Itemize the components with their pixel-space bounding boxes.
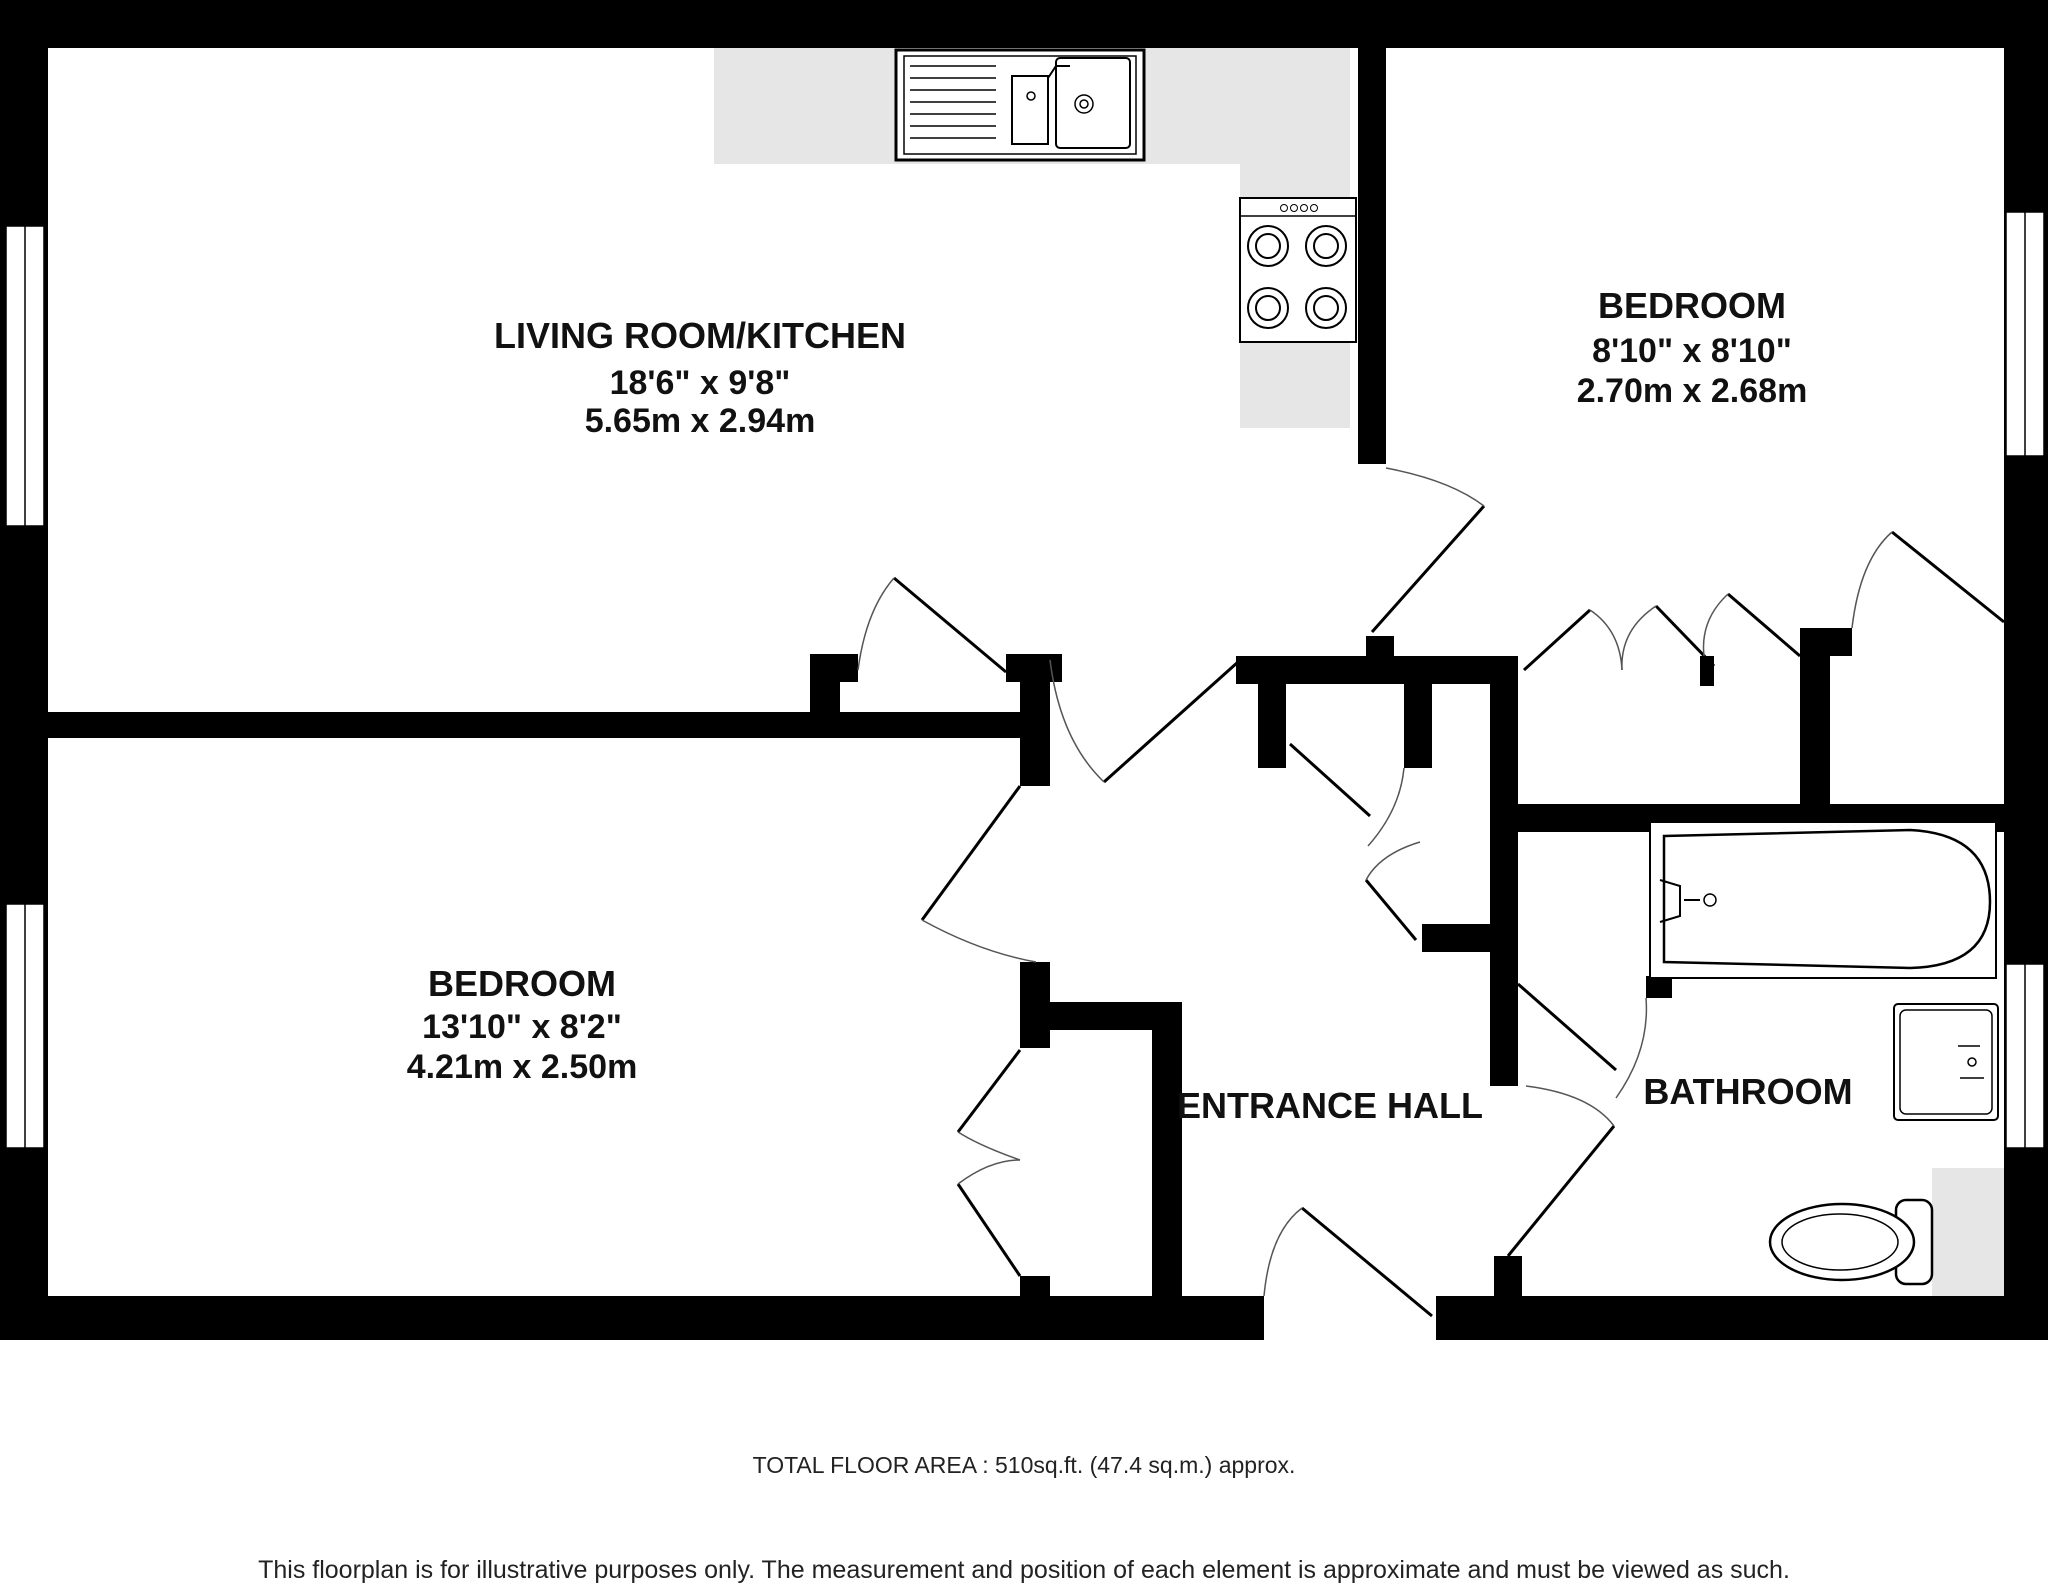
kitchen-sink-icon xyxy=(894,48,1146,162)
bedroom1-name: BEDROOM xyxy=(1598,285,1786,326)
living-room-imperial: 18'6" x 9'8" xyxy=(610,364,791,402)
bedroom2-imperial: 13'10" x 8'2" xyxy=(422,1008,622,1046)
bedroom1-metric: 2.70m x 2.68m xyxy=(1577,372,1808,410)
living-room-label: LIVING ROOM/KITCHEN 18'6" x 9'8" 5.65m x… xyxy=(494,315,906,440)
cooker-hob-icon xyxy=(1239,197,1357,343)
basin-icon xyxy=(1893,1003,1999,1121)
bedroom1-label: BEDROOM 8'10" x 8'10" 2.70m x 2.68m xyxy=(1577,285,1808,410)
bedroom2-name: BEDROOM xyxy=(428,963,616,1004)
total-floor-area: TOTAL FLOOR AREA : 510sq.ft. (47.4 sq.m.… xyxy=(752,1452,1296,1478)
windows xyxy=(5,211,2045,1149)
disclaimer-text: This floorplan is for illustrative purpo… xyxy=(258,1556,1790,1584)
living-room-metric: 5.65m x 2.94m xyxy=(585,402,816,440)
entrance-hall-label: ENTRANCE HALL xyxy=(1177,1085,1483,1126)
living-room-name: LIVING ROOM/KITCHEN xyxy=(494,315,906,356)
bedroom1-imperial: 8'10" x 8'10" xyxy=(1592,332,1792,370)
bedroom2-metric: 4.21m x 2.50m xyxy=(407,1048,638,1086)
bath-icon xyxy=(1649,821,1997,979)
interior-walls xyxy=(48,40,2004,1340)
toilet-icon xyxy=(1768,1198,1934,1286)
doors xyxy=(857,467,2005,1318)
bathroom-label: BATHROOM xyxy=(1643,1071,1852,1112)
bedroom2-label: BEDROOM 13'10" x 8'2" 4.21m x 2.50m xyxy=(407,963,638,1086)
wc-cistern-area xyxy=(1932,1168,2004,1296)
